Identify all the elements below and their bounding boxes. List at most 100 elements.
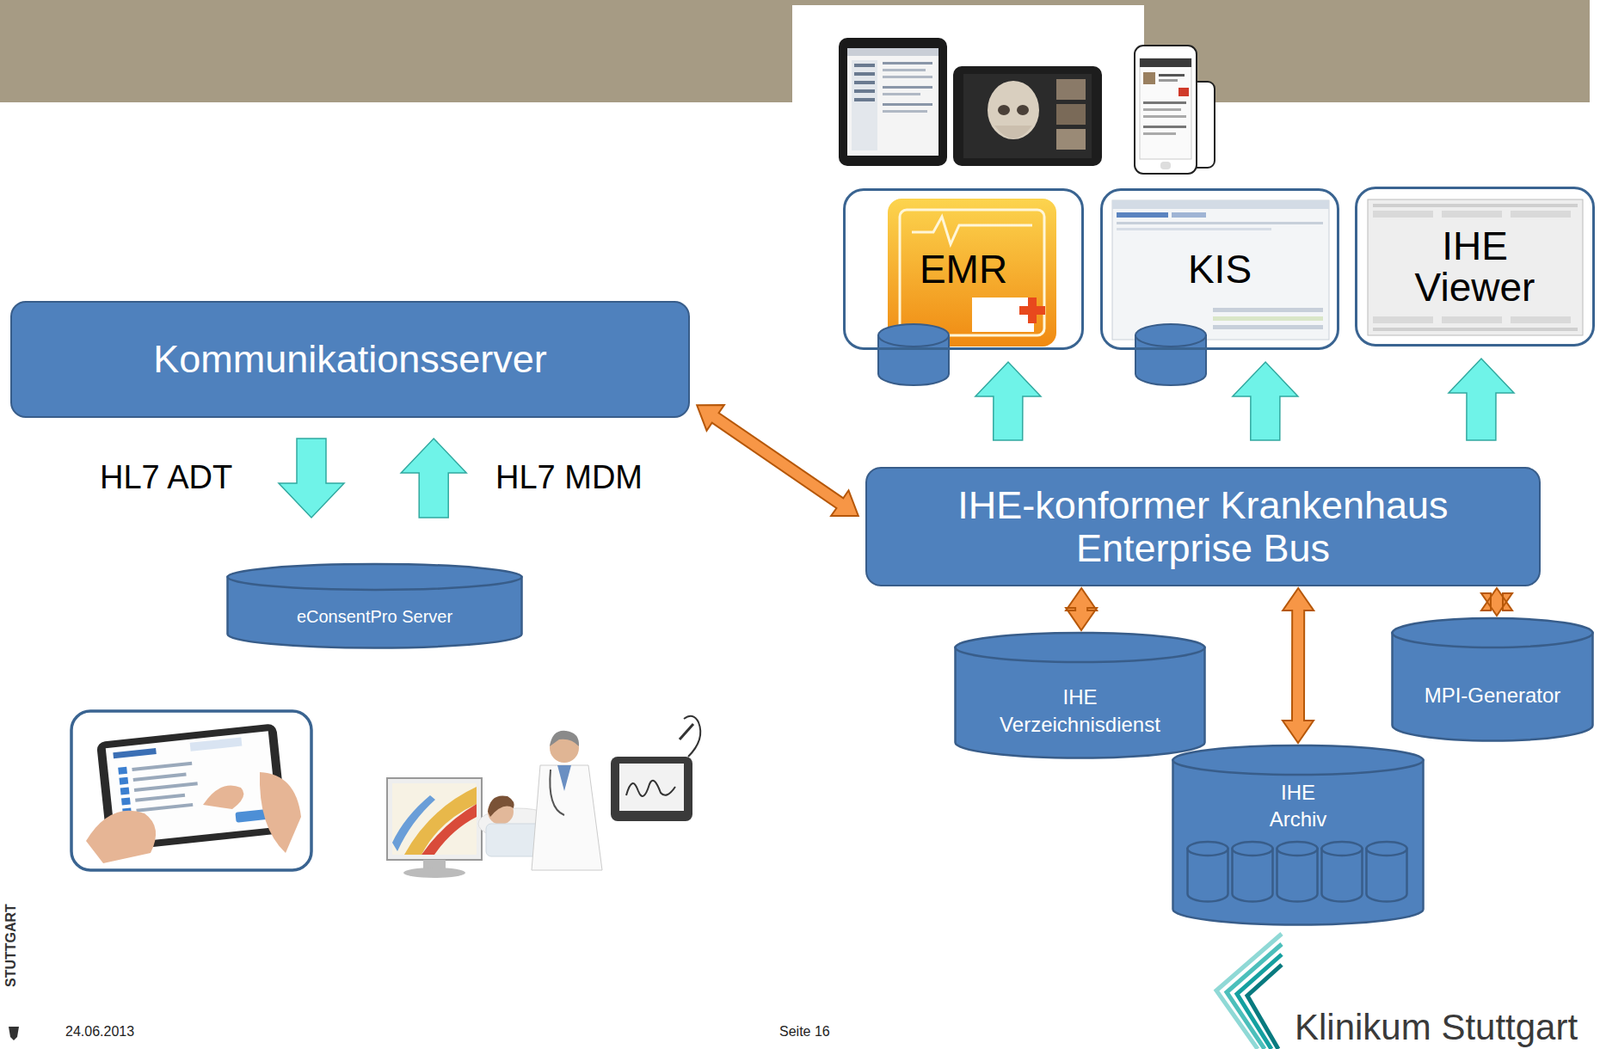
header-bar (0, 0, 1590, 103)
cylinder-outline (227, 564, 523, 591)
database-cylinder: IHE Verzeichnisdienst (953, 632, 1207, 760)
flow-arrow (400, 438, 467, 518)
device-photo (953, 66, 1102, 167)
node-label: IHE-konformer Krankenhaus Enterprise Bus (902, 484, 1505, 570)
cylinder-outline (955, 633, 1206, 663)
device-photo (1143, 108, 1182, 111)
device-photo (854, 63, 875, 68)
node-label: IHE Archiv (1255, 779, 1342, 833)
logo-text: Klinikum Stuttgart (1294, 1008, 1578, 1048)
consent-scene (626, 781, 676, 797)
device-photo (1143, 125, 1187, 129)
exchange-arrow (1065, 588, 1097, 631)
viewer-screenshot (1372, 203, 1578, 208)
header-bar (0, 0, 1590, 103)
disk-cylinder (1232, 842, 1274, 856)
tablet-photo (259, 772, 302, 854)
cylinder-outline (1173, 760, 1424, 926)
node-label: IHE Viewer (1397, 225, 1553, 309)
tablet-photo (203, 786, 244, 811)
device-photo (1056, 129, 1086, 150)
archive-cylinder: IHE Archiv (1171, 744, 1425, 927)
cylinder-outline (1171, 744, 1425, 927)
cylinder-outline (226, 563, 524, 650)
device-photo (1178, 87, 1189, 97)
tablet-photo (133, 773, 187, 782)
device-photo (882, 110, 928, 113)
consent-scene (387, 716, 701, 879)
consent-scene (683, 716, 701, 757)
consent-scene (387, 778, 482, 861)
viewer-screenshot (1510, 210, 1571, 218)
device-photo (1134, 45, 1197, 174)
database-cylinder: MPI-Generator (1390, 617, 1594, 743)
viewer-screenshot (1367, 199, 1583, 336)
cylinder-outline (1392, 633, 1594, 742)
viewer-screenshot (1367, 199, 1583, 336)
exchange-arrow (696, 405, 859, 517)
tablet-photo (112, 748, 156, 759)
cylinder-outline (1390, 617, 1594, 743)
device-photo (882, 92, 921, 96)
consent-scene (549, 731, 579, 747)
device-photo (997, 104, 1010, 116)
device-photo (882, 75, 933, 79)
kis-screenshot (1112, 200, 1330, 210)
tablet-photo (71, 711, 312, 871)
tablet-photo (135, 803, 193, 813)
device-photo (1158, 79, 1178, 82)
disk-cylinder (1366, 842, 1408, 856)
device-photo (854, 80, 875, 85)
kis-screenshot (1212, 316, 1324, 321)
flow-arrow (278, 438, 345, 518)
tablet-photo (86, 811, 156, 864)
database-icon (1135, 324, 1207, 347)
edge-label: HL7 MDM (493, 459, 645, 498)
klinikum-logo (1216, 934, 1282, 1049)
viewer-screenshot (1372, 316, 1434, 324)
disk-cylinder (1277, 842, 1318, 856)
device-photo (1056, 79, 1086, 100)
klinikum-logo (1226, 944, 1282, 1049)
viewer-screenshot (1441, 316, 1502, 324)
viewer-screenshot (1372, 210, 1434, 218)
enterprise-bus: IHE-konformer Krankenhaus Enterprise Bus (865, 467, 1541, 587)
crest-icon (8, 1027, 19, 1041)
tablet-photo (121, 797, 131, 806)
footer-date: 24.06.2013 (65, 1023, 135, 1040)
consent-scene (610, 756, 693, 822)
node-label: eConsentPro Server (296, 607, 453, 628)
device-photo (838, 37, 1215, 174)
kis-screenshot (1116, 221, 1324, 225)
tablet-photo (134, 781, 198, 793)
device-photo (1143, 101, 1187, 105)
tablet-photo (190, 738, 243, 752)
application-box: EMR (843, 188, 1084, 351)
node-label: Kommunikationsserver (153, 337, 548, 382)
device-photo (882, 103, 933, 106)
cylinder-outline (955, 647, 1206, 758)
device-photo (1139, 58, 1192, 160)
device-photo (1143, 115, 1187, 118)
klinikum-logo (1236, 954, 1282, 1049)
device-photo (1056, 104, 1086, 125)
consent-scene (403, 867, 466, 879)
application-box: IHE Viewer (1354, 186, 1595, 347)
kis-screenshot (1212, 325, 1324, 330)
tablet-photo (117, 767, 128, 776)
crest-icon (8, 1027, 19, 1041)
consent-scene (392, 795, 436, 852)
device-photo (1143, 72, 1156, 85)
device-photo (851, 60, 878, 151)
flow-arrow (1232, 362, 1299, 441)
exchange-arrow (1282, 588, 1314, 744)
device-photo (1139, 58, 1192, 68)
disk-cylinder (1187, 842, 1229, 856)
consent-scene (531, 765, 603, 871)
consent-scene (679, 724, 694, 740)
database-cylinder: eConsentPro Server (226, 563, 524, 650)
device-photo (838, 37, 948, 167)
emr-icon (1027, 297, 1037, 324)
device-photo (987, 80, 1040, 140)
